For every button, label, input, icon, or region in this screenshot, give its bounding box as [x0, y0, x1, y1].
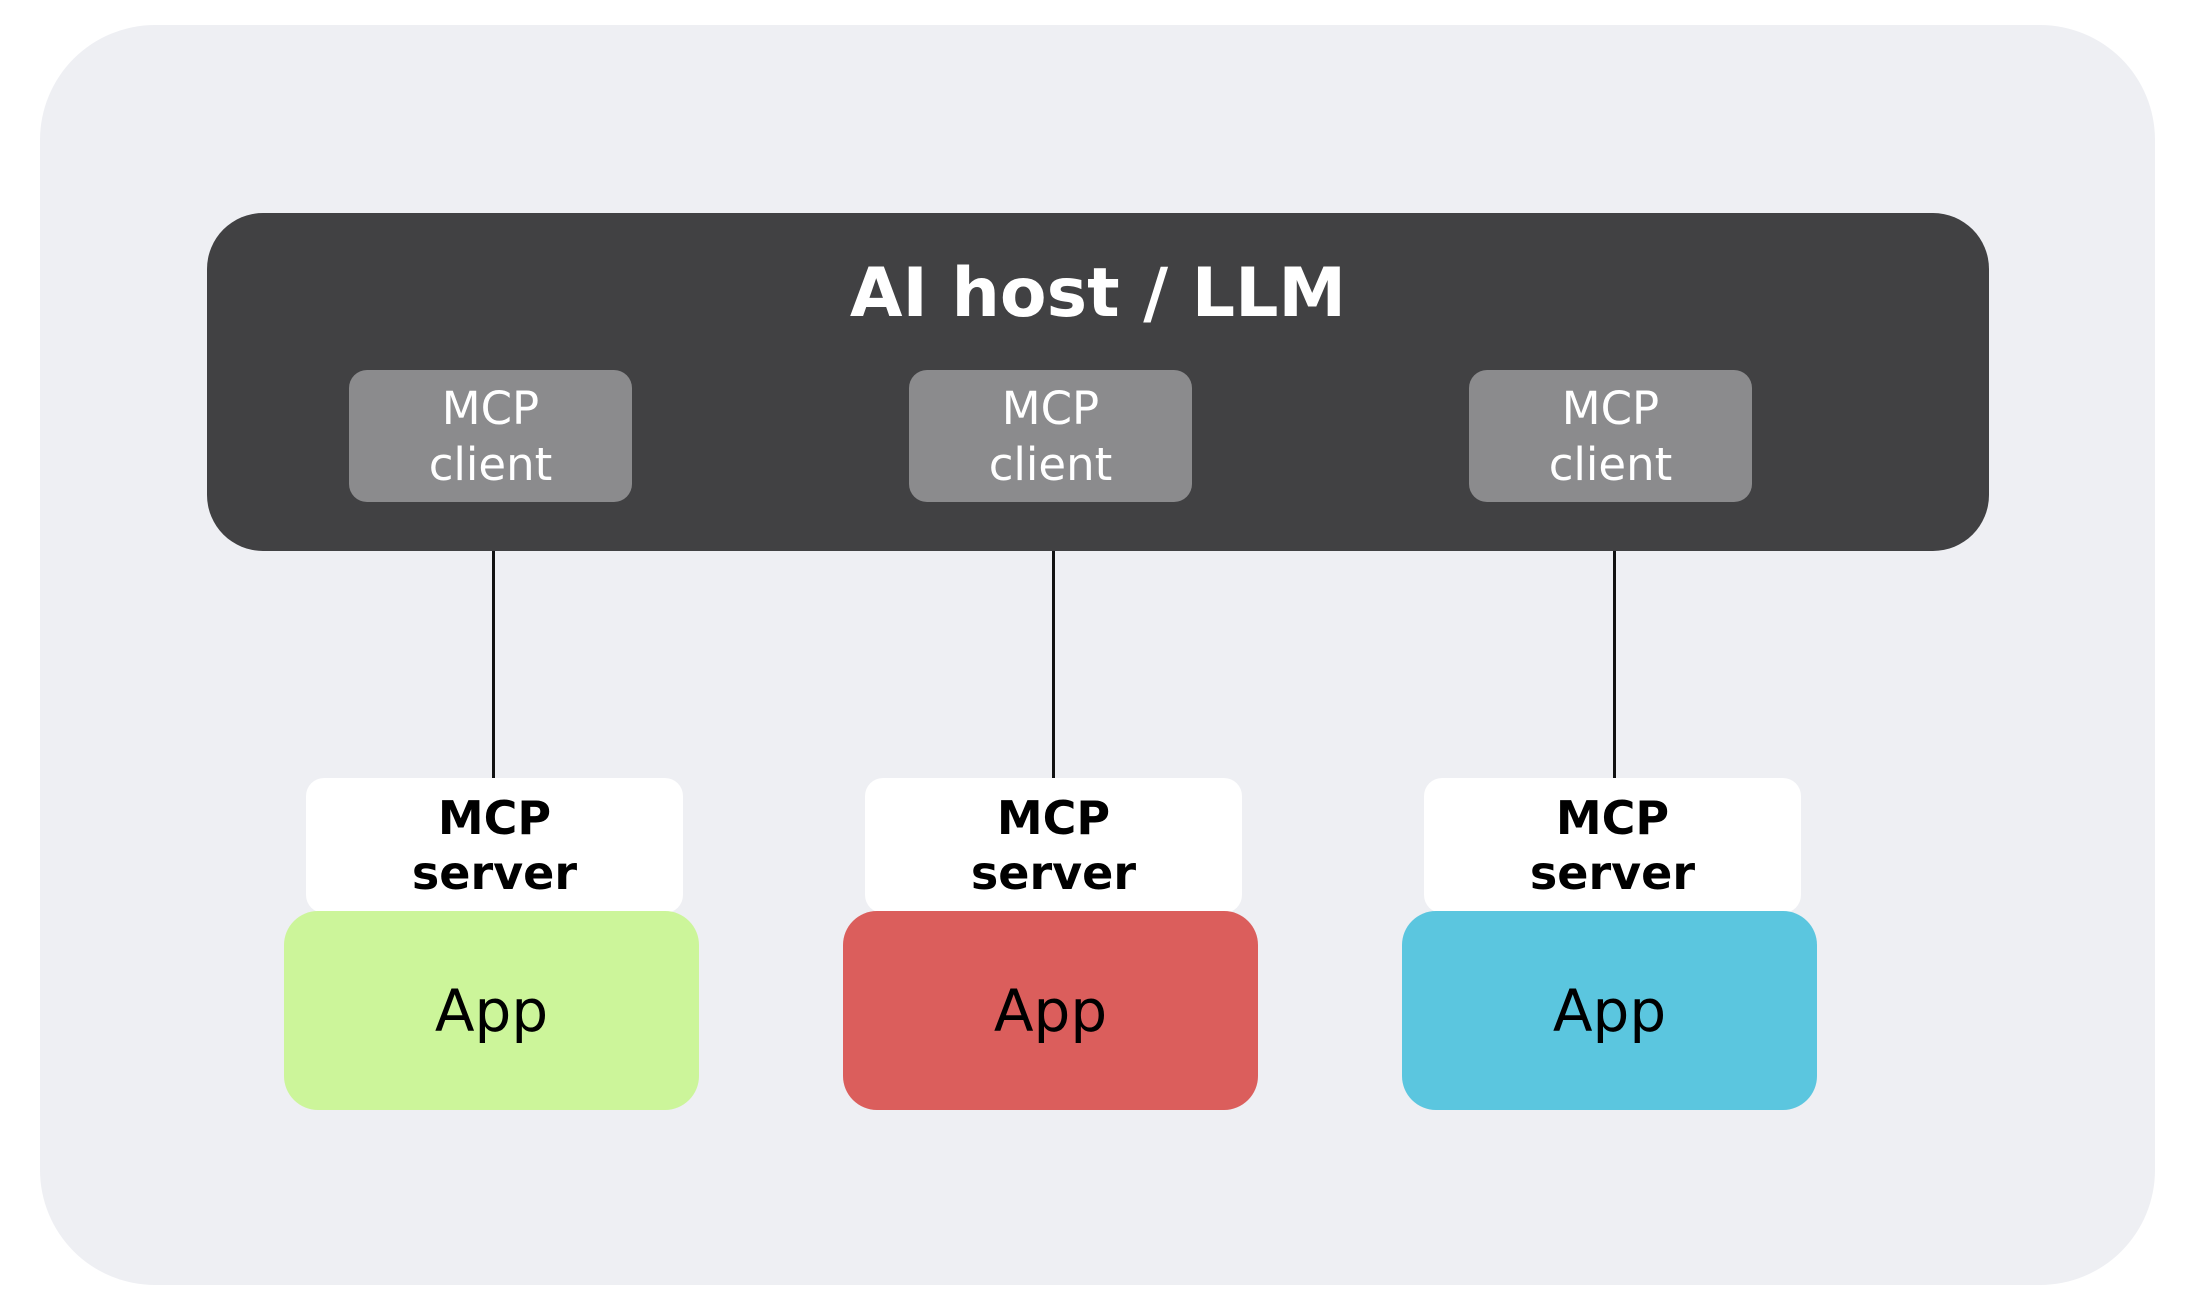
ai-host-box: AI host / LLM MCP client MCP client MCP … — [207, 213, 1989, 551]
mcp-client-2: MCP client — [909, 370, 1192, 502]
mcp-server-2: MCP server — [865, 778, 1242, 913]
mcp-server-3: MCP server — [1424, 778, 1801, 913]
connector-line-2 — [1052, 551, 1055, 778]
mcp-client-3: MCP client — [1469, 370, 1752, 502]
connector-line-3 — [1613, 551, 1616, 778]
mcp-client-1: MCP client — [349, 370, 632, 502]
app-box-2: App — [843, 911, 1258, 1110]
app-box-3: App — [1402, 911, 1817, 1110]
app-box-1: App — [284, 911, 699, 1110]
host-title: AI host / LLM — [849, 254, 1347, 333]
mcp-server-1: MCP server — [306, 778, 683, 913]
connector-line-1 — [492, 551, 495, 778]
